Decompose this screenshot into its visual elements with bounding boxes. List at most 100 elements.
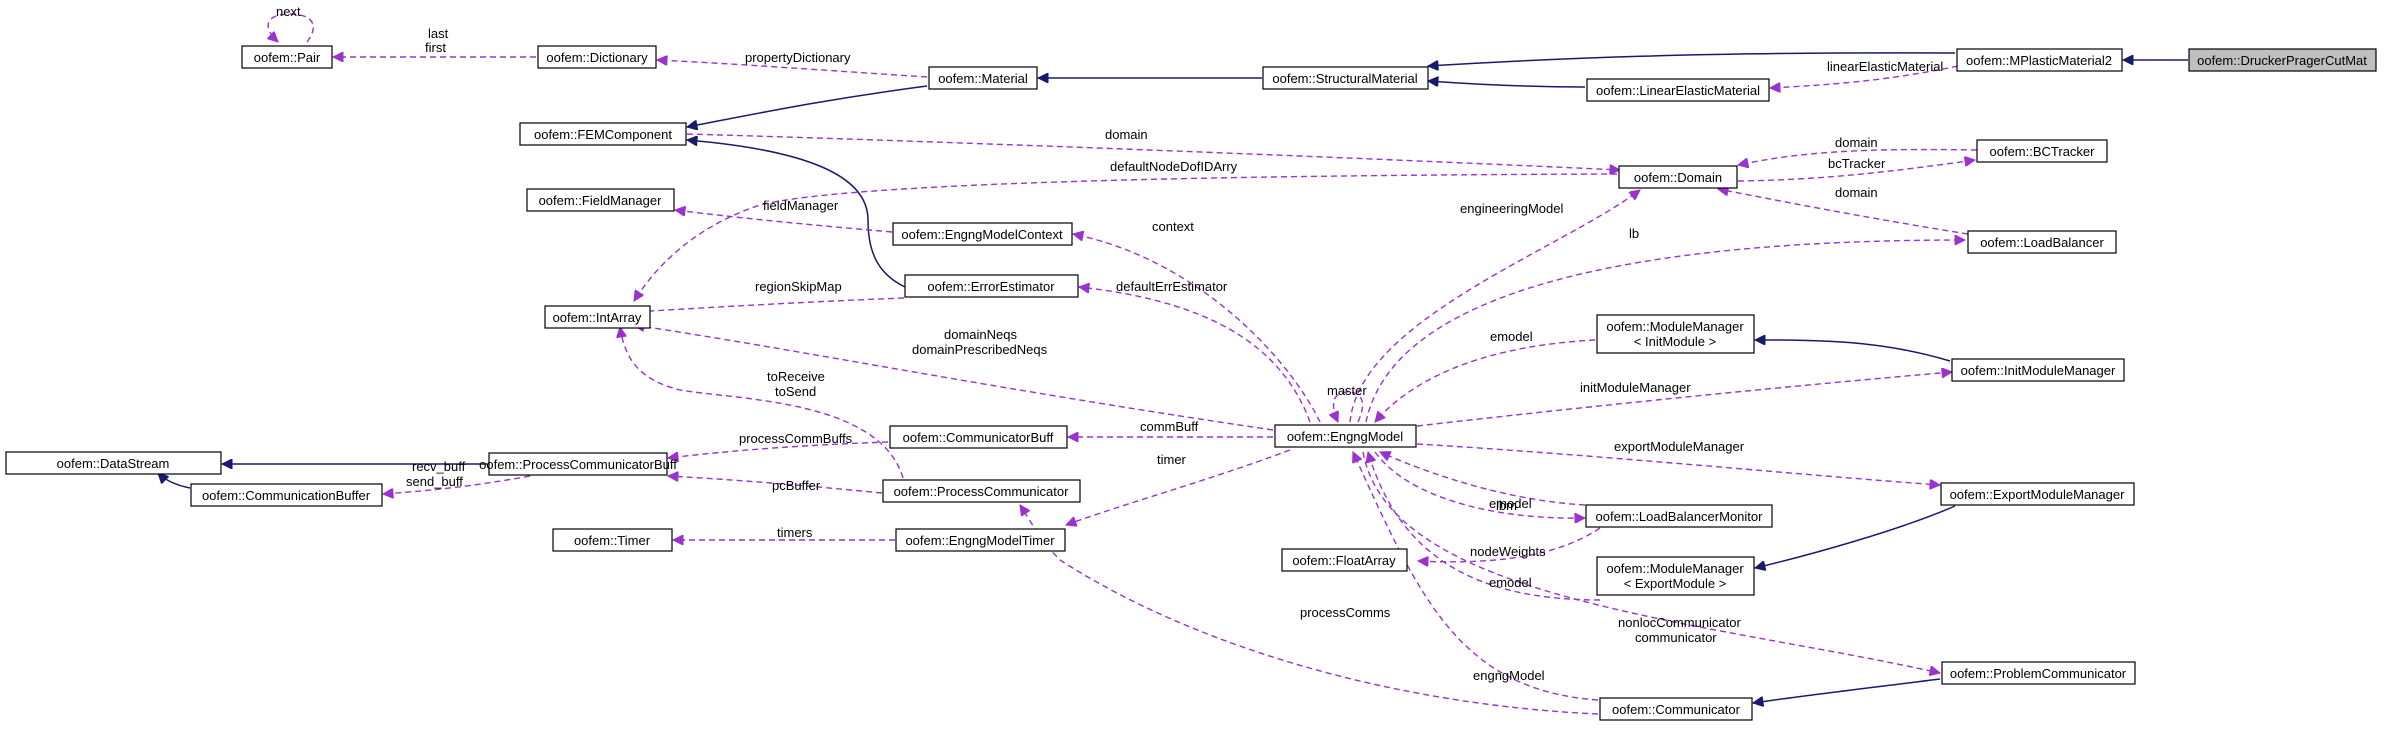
node-label: oofem::IntArray bbox=[553, 310, 642, 325]
node-label: oofem::CommunicatorBuff bbox=[903, 430, 1054, 445]
node-engng-model-context[interactable]: oofem::EngngModelContext bbox=[892, 222, 1073, 246]
edge-communicationbuffer-to-datastream bbox=[158, 473, 191, 489]
node-material[interactable]: oofem::Material bbox=[928, 66, 1038, 90]
node-timer[interactable]: oofem::Timer bbox=[552, 528, 673, 552]
node-mplastic-material2[interactable]: oofem::MPlasticMaterial2 bbox=[1956, 48, 2123, 72]
node-label: oofem::StructuralMaterial bbox=[1272, 71, 1417, 86]
node-export-module-manager[interactable]: oofem::ExportModuleManager bbox=[1940, 482, 2135, 506]
node-int-array[interactable]: oofem::IntArray bbox=[544, 305, 651, 329]
nodes: oofem::Pair oofem::Dictionary oofem::Mat… bbox=[5, 45, 2377, 721]
node-label: oofem::FEMComponent bbox=[534, 127, 672, 142]
node-init-module-manager[interactable]: oofem::InitModuleManager bbox=[1951, 358, 2125, 382]
node-label: oofem::LinearElasticMaterial bbox=[1596, 83, 1760, 98]
edge-engngmodel-initmodulemanager bbox=[1416, 372, 1952, 427]
node-data-stream[interactable]: oofem::DataStream bbox=[5, 451, 222, 475]
node-load-balancer-monitor[interactable]: oofem::LoadBalancerMonitor bbox=[1585, 504, 1773, 528]
edge-engngmodel-intarray bbox=[634, 325, 1274, 431]
label-init-module-manager: initModuleManager bbox=[1580, 380, 1691, 395]
label-to-send: toSend bbox=[775, 384, 816, 399]
node-structural-material[interactable]: oofem::StructuralMaterial bbox=[1262, 66, 1429, 90]
edge-femcomponent-domain bbox=[686, 133, 1620, 170]
node-label: oofem::FloatArray bbox=[1292, 553, 1396, 568]
inheritance-edges bbox=[158, 52, 2188, 703]
node-fem-component[interactable]: oofem::FEMComponent bbox=[519, 122, 687, 146]
node-label: oofem::BCTracker bbox=[1990, 144, 2096, 159]
node-module-manager-init[interactable]: oofem::ModuleManager < InitModule > bbox=[1596, 314, 1755, 354]
edge-linearelastic-to-structural bbox=[1428, 81, 1586, 88]
edge-processcommunicator-intarray bbox=[620, 327, 904, 479]
label-default-err-estimator: defaultErrEstimator bbox=[1116, 279, 1228, 294]
node-label: oofem::DruckerPragerCutMat bbox=[2197, 53, 2367, 68]
association-edges bbox=[268, 13, 1978, 715]
node-problem-communicator[interactable]: oofem::ProblemCommunicator bbox=[1941, 661, 2136, 685]
edge-engngmodel-loadbalancer bbox=[1365, 240, 1965, 423]
node-label: oofem::ProblemCommunicator bbox=[1950, 666, 2127, 681]
node-process-communicator[interactable]: oofem::ProcessCommunicator bbox=[882, 479, 1081, 503]
node-module-manager-export[interactable]: oofem::ModuleManager < ExportModule > bbox=[1596, 556, 1755, 596]
node-communicator[interactable]: oofem::Communicator bbox=[1599, 697, 1753, 721]
edge-engngmodel-loadbalancermonitor bbox=[1374, 451, 1585, 518]
node-engng-model-timer[interactable]: oofem::EngngModelTimer bbox=[895, 528, 1066, 552]
node-label: oofem::ProcessCommunicator bbox=[894, 484, 1070, 499]
edge-engngmodel-engngmodeltimer bbox=[1066, 449, 1291, 525]
label-timer: timer bbox=[1157, 452, 1187, 467]
node-pair[interactable]: oofem::Pair bbox=[241, 45, 333, 69]
edge-mplastic-linearelastic bbox=[1770, 65, 1959, 88]
label-domain-bc: domain bbox=[1835, 135, 1878, 150]
node-label: oofem::Domain bbox=[1634, 170, 1722, 185]
label-lbm: lbm bbox=[1496, 498, 1517, 513]
label-domain-prescribed-neqs: domainPrescribedNeqs bbox=[912, 342, 1048, 357]
label-next: next bbox=[276, 4, 301, 19]
edge-domain-bctracker bbox=[1737, 160, 1975, 182]
node-field-manager[interactable]: oofem::FieldManager bbox=[526, 188, 675, 212]
node-label: oofem::DataStream bbox=[57, 456, 170, 471]
node-domain[interactable]: oofem::Domain bbox=[1618, 165, 1738, 189]
node-drucker-prager-cut-mat[interactable]: oofem::DruckerPragerCutMat bbox=[2188, 48, 2377, 72]
node-label: oofem::Material bbox=[938, 71, 1028, 86]
node-label: oofem::Dictionary bbox=[546, 50, 648, 65]
label-pc-buffer: pcBuffer bbox=[772, 478, 821, 493]
node-label: oofem::CommunicationBuffer bbox=[202, 488, 371, 503]
node-load-balancer[interactable]: oofem::LoadBalancer bbox=[1967, 230, 2117, 254]
label-lb: lb bbox=[1629, 226, 1639, 241]
node-label: oofem::Pair bbox=[254, 50, 321, 65]
edge-modulemanager-export-engngmodel bbox=[1368, 452, 1601, 601]
edge-labels: next last first propertyDictionary linea… bbox=[276, 4, 1943, 683]
label-first: first bbox=[425, 40, 446, 55]
node-communicator-buff[interactable]: oofem::CommunicatorBuff bbox=[889, 425, 1068, 449]
node-dictionary[interactable]: oofem::Dictionary bbox=[537, 45, 657, 69]
edge-loadbalancer-domain bbox=[1718, 189, 1969, 235]
label-emodel-3: emodel bbox=[1489, 575, 1532, 590]
label-send-buff: send_buff bbox=[406, 474, 463, 489]
node-float-array[interactable]: oofem::FloatArray bbox=[1281, 548, 1408, 572]
node-communication-buffer[interactable]: oofem::CommunicationBuffer bbox=[190, 483, 383, 507]
node-label-line1: oofem::ModuleManager bbox=[1606, 561, 1744, 576]
edge-domain-intarray bbox=[634, 173, 1618, 301]
node-bc-tracker[interactable]: oofem::BCTracker bbox=[1976, 139, 2108, 163]
label-node-weights: nodeWeights bbox=[1470, 544, 1546, 559]
node-process-communicator-buff[interactable]: oofem::ProcessCommunicatorBuff bbox=[479, 452, 677, 476]
label-process-comms: processComms bbox=[1300, 605, 1391, 620]
label-comm-buff: commBuff bbox=[1140, 419, 1199, 434]
edge-errorestimator-to-femcomponent bbox=[687, 140, 906, 288]
label-domain-lb: domain bbox=[1835, 185, 1878, 200]
edge-pair-next bbox=[268, 13, 314, 42]
edge-initmodulemanager-to-modulemanager bbox=[1755, 340, 1951, 362]
edge-errorestimator-intarray bbox=[634, 297, 905, 312]
label-timers: timers bbox=[777, 525, 813, 540]
label-engineering-model: engineeringModel bbox=[1460, 201, 1563, 216]
edge-engngmodel-master-self bbox=[1333, 391, 1364, 422]
node-engng-model[interactable]: oofem::EngngModel bbox=[1274, 424, 1417, 448]
node-linear-elastic-material[interactable]: oofem::LinearElasticMaterial bbox=[1586, 78, 1770, 102]
label-master: master bbox=[1327, 383, 1367, 398]
edge-problemcommunicator-to-communicator bbox=[1753, 678, 1941, 703]
node-error-estimator[interactable]: oofem::ErrorEstimator bbox=[904, 274, 1079, 298]
edge-communicatorbuff-processcommbuff bbox=[668, 441, 889, 458]
node-label: oofem::ExportModuleManager bbox=[1950, 487, 2126, 502]
label-default-node-dof-id-arry: defaultNodeDofIDArry bbox=[1110, 159, 1238, 174]
label-emodel-2: emodel bbox=[1489, 496, 1532, 511]
node-label: oofem::ProcessCommunicatorBuff bbox=[479, 457, 677, 472]
label-context: context bbox=[1152, 219, 1194, 234]
edge-communicator-processcommunicator bbox=[1020, 505, 1599, 715]
